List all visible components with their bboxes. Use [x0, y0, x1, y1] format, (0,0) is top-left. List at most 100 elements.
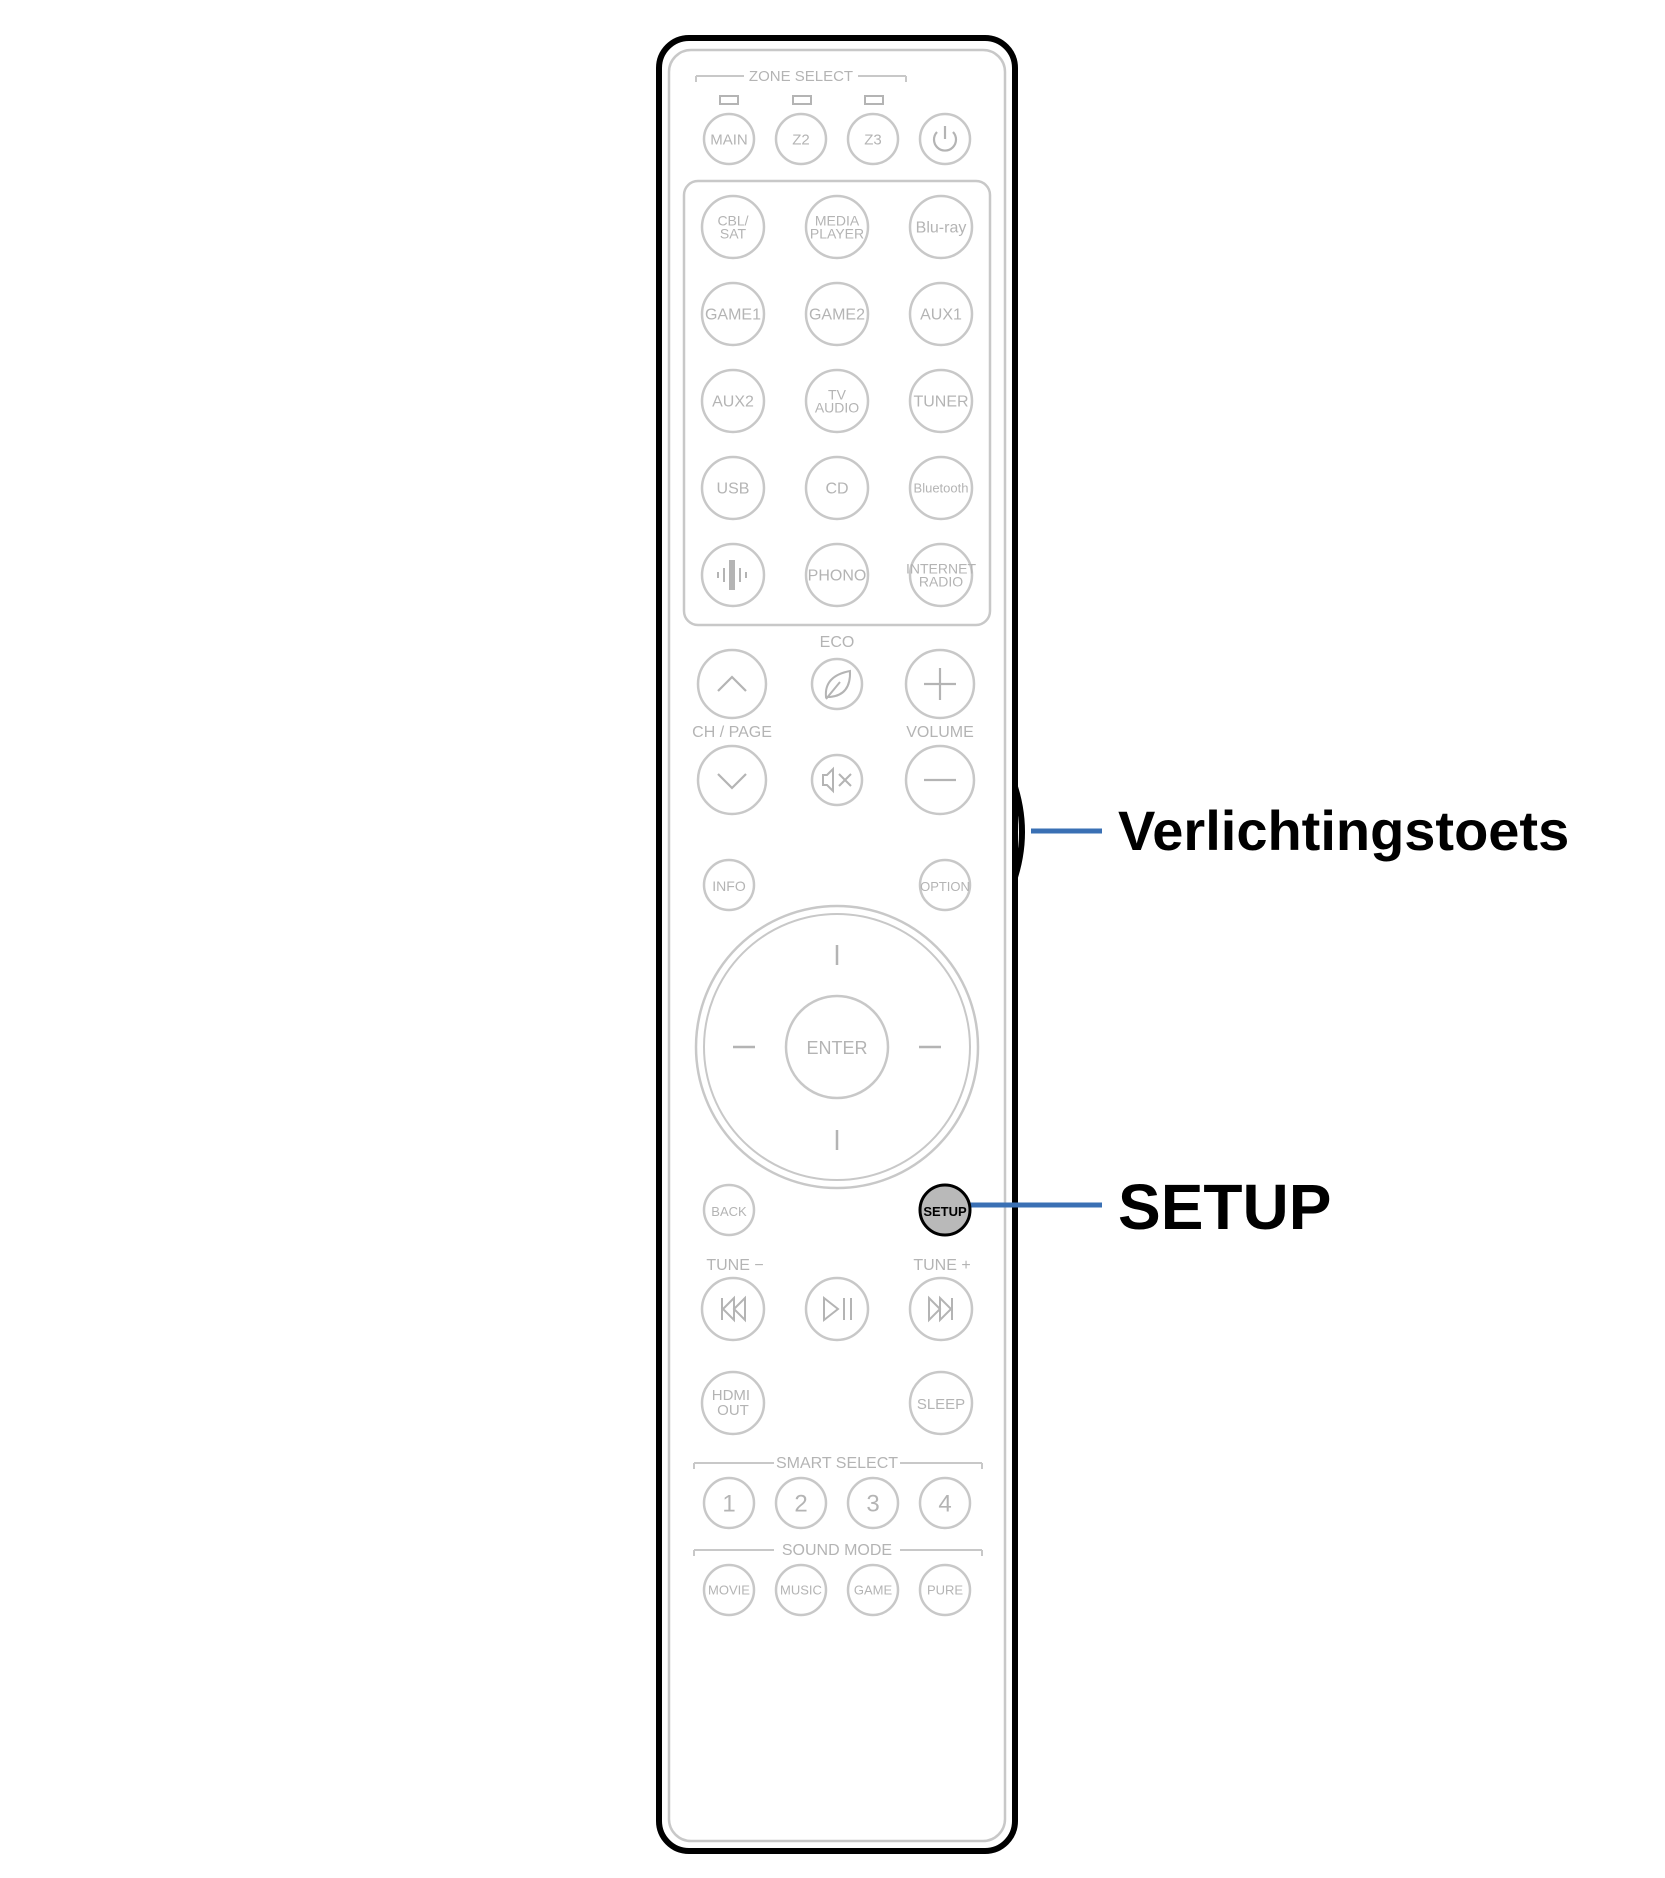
svg-text:BACK: BACK: [711, 1204, 747, 1219]
zone-z3-button[interactable]: Z3: [846, 112, 900, 166]
source-bluetooth-button[interactable]: Bluetooth: [908, 455, 974, 521]
option-button[interactable]: OPTION: [918, 858, 972, 912]
svg-text:OPTION: OPTION: [920, 879, 970, 894]
power-button[interactable]: [918, 112, 972, 166]
source-label: GAME2: [809, 307, 865, 324]
source-blu-ray-button[interactable]: Blu-ray: [908, 194, 974, 260]
source-cbl-sat-button[interactable]: CBL/SAT: [700, 194, 766, 260]
sound-mode-label: PURE: [927, 1583, 963, 1598]
zone-label: MAIN: [710, 131, 748, 148]
zone-select-group: ZONE SELECT: [695, 68, 907, 105]
play-pause-button[interactable]: [804, 1276, 870, 1342]
sound-mode-game-button[interactable]: GAME: [846, 1563, 900, 1617]
leaf-icon: [824, 669, 852, 700]
source-panel: [682, 179, 992, 627]
skip-forward-icon: [928, 1295, 953, 1323]
sound-mode-label: MUSIC: [780, 1583, 822, 1598]
source-label: AUX1: [920, 307, 962, 324]
smart-select-label: 1: [722, 1490, 735, 1517]
smart-select-1-button[interactable]: 1: [702, 1476, 756, 1530]
smart-select-label: 3: [866, 1490, 879, 1517]
chevron-down-icon: [717, 773, 747, 790]
channel-up-button[interactable]: [696, 648, 768, 720]
zone-z2-button[interactable]: Z2: [774, 112, 828, 166]
source-label: CD: [825, 481, 848, 498]
smart-select-title: SMART SELECT: [776, 1455, 898, 1472]
source-game1-button[interactable]: GAME1: [700, 281, 766, 347]
chevron-up-icon: [717, 675, 747, 692]
source-phono-button[interactable]: PHONO: [804, 542, 870, 608]
sound-mode-music-button[interactable]: MUSIC: [774, 1563, 828, 1617]
sleep-button[interactable]: SLEEP: [908, 1370, 974, 1436]
sound-mode-label: GAME: [854, 1583, 893, 1598]
source-label: USB: [717, 481, 750, 498]
source-cd-button[interactable]: CD: [804, 455, 870, 521]
sound-mode-pure-button[interactable]: PURE: [918, 1563, 972, 1617]
heos-icon: [717, 560, 747, 590]
smart-select-label: 2: [794, 1490, 807, 1517]
mute-button[interactable]: [810, 753, 864, 807]
ch-page-label: CH / PAGE: [692, 724, 772, 741]
zone-label: Z3: [864, 131, 882, 148]
zone-indicator-main: [719, 95, 739, 105]
sound-mode-label: MOVIE: [708, 1583, 750, 1598]
setup-button[interactable]: SETUP: [918, 1183, 972, 1237]
eco-button[interactable]: [810, 657, 864, 711]
svg-text:SETUP: SETUP: [923, 1204, 967, 1219]
setup-button-label: SETUP: [1118, 1171, 1332, 1243]
source-tuner-button[interactable]: TUNER: [908, 368, 974, 434]
svg-text:ENTER: ENTER: [806, 1038, 867, 1058]
hdmi-out-button[interactable]: HDMI OUT: [700, 1370, 766, 1436]
source-label: Blu-ray: [916, 220, 967, 237]
sound-mode-movie-button[interactable]: MOVIE: [702, 1563, 756, 1617]
zone-select-title: ZONE SELECT: [749, 68, 853, 85]
smart-select-label: 4: [938, 1490, 951, 1517]
source-label: PHONO: [808, 568, 867, 585]
hdmi-out-label: HDMI OUT: [712, 1387, 755, 1419]
source-label: AUX2: [712, 394, 754, 411]
source-game2-button[interactable]: GAME2: [804, 281, 870, 347]
source-label: GAME1: [705, 307, 761, 324]
tune-minus-label: TUNE −: [706, 1257, 763, 1274]
source-label: CBL/SAT: [717, 212, 748, 241]
info-button[interactable]: INFO: [702, 858, 756, 912]
smart-select-3-button[interactable]: 3: [846, 1476, 900, 1530]
svg-text:INFO: INFO: [712, 878, 746, 894]
plus-icon: [924, 668, 956, 700]
backlight-button-label: Verlichtingstoets: [1118, 799, 1570, 862]
skip-forward-button[interactable]: [908, 1276, 974, 1342]
svg-text:SLEEP: SLEEP: [917, 1396, 965, 1413]
source-aux1-button[interactable]: AUX1: [908, 281, 974, 347]
skip-back-icon: [721, 1295, 746, 1323]
source-label: Bluetooth: [914, 481, 969, 496]
eco-label: ECO: [820, 634, 855, 651]
zone-label: Z2: [792, 131, 810, 148]
smart-select-4-button[interactable]: 4: [918, 1476, 972, 1530]
sound-mode-title: SOUND MODE: [782, 1542, 892, 1559]
skip-back-button[interactable]: [700, 1276, 766, 1342]
source-aux2-button[interactable]: AUX2: [700, 368, 766, 434]
zone-main-button[interactable]: MAIN: [702, 112, 756, 166]
volume-down-button[interactable]: [904, 744, 976, 816]
zone-indicator-z3: [864, 95, 884, 105]
mute-icon: [822, 766, 852, 794]
source-usb-button[interactable]: USB: [700, 455, 766, 521]
back-button[interactable]: BACK: [702, 1183, 756, 1237]
smart-select-2-button[interactable]: 2: [774, 1476, 828, 1530]
zone-indicator-z2: [792, 95, 812, 105]
tune-plus-label: TUNE +: [913, 1257, 970, 1274]
volume-label: VOLUME: [906, 724, 974, 741]
smart-select-group: SMART SELECT: [693, 1455, 983, 1472]
power-icon: [932, 126, 958, 152]
enter-button[interactable]: ENTER: [784, 994, 890, 1100]
channel-down-button[interactable]: [696, 744, 768, 816]
volume-up-button[interactable]: [904, 648, 976, 720]
source-label: TUNER: [913, 394, 968, 411]
